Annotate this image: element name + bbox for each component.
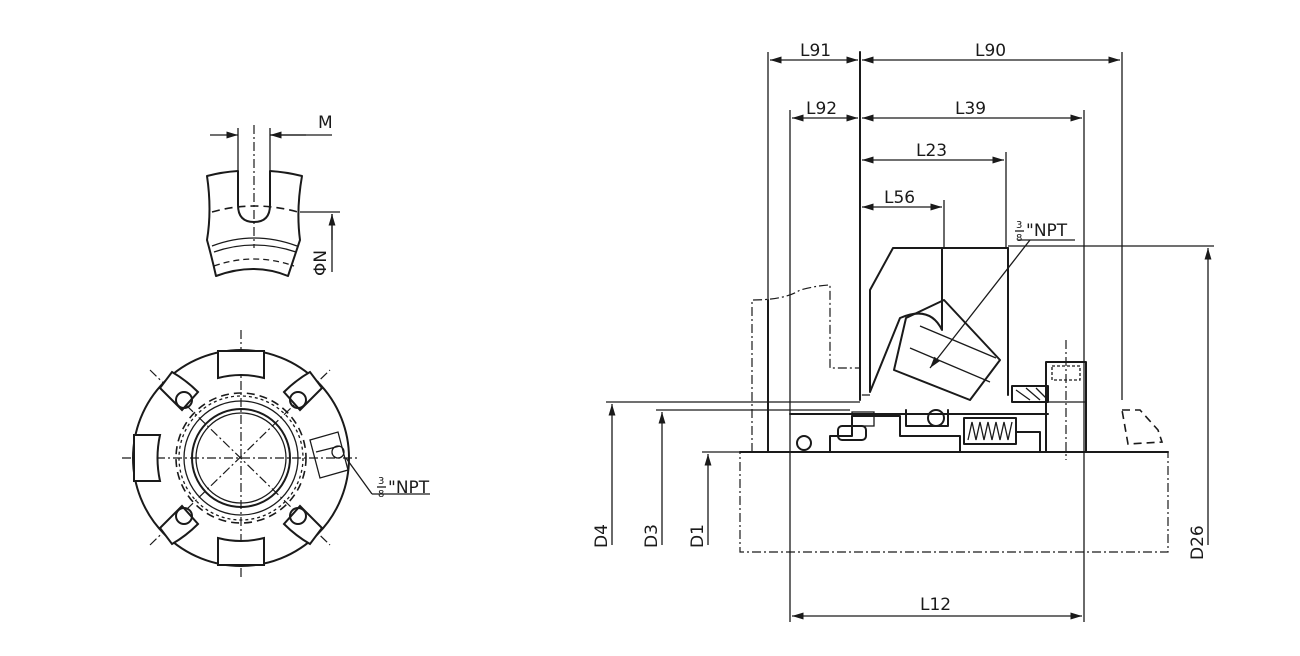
label-D3: D3 [642, 524, 662, 548]
label-L12: L12 [920, 595, 951, 615]
label-D26: D26 [1188, 525, 1208, 560]
label-npt-side-den: 8 [1016, 233, 1022, 244]
label-npt-side: "NPT [1026, 221, 1068, 241]
label-M: M [318, 113, 333, 133]
label-L23: L23 [916, 141, 947, 161]
label-npt-side-num: 3 [1016, 220, 1022, 231]
label-phiN: ΦN [311, 250, 331, 276]
seal-section-view: 3 8 "NPT [592, 41, 1214, 622]
label-L39: L39 [955, 99, 986, 119]
label-D1: D1 [688, 524, 708, 548]
slot-detail-view: M ΦN [206, 113, 340, 277]
label-npt-front-den: 8 [378, 489, 384, 500]
label-L91: L91 [800, 41, 831, 61]
label-L92: L92 [806, 99, 837, 119]
label-npt-front-num: 3 [378, 476, 384, 487]
flange-front-view: 3 8 "NPT [122, 330, 430, 580]
label-L90: L90 [975, 41, 1006, 61]
label-L56: L56 [884, 188, 915, 208]
label-D4: D4 [592, 524, 612, 548]
label-npt-front: "NPT [388, 478, 430, 498]
